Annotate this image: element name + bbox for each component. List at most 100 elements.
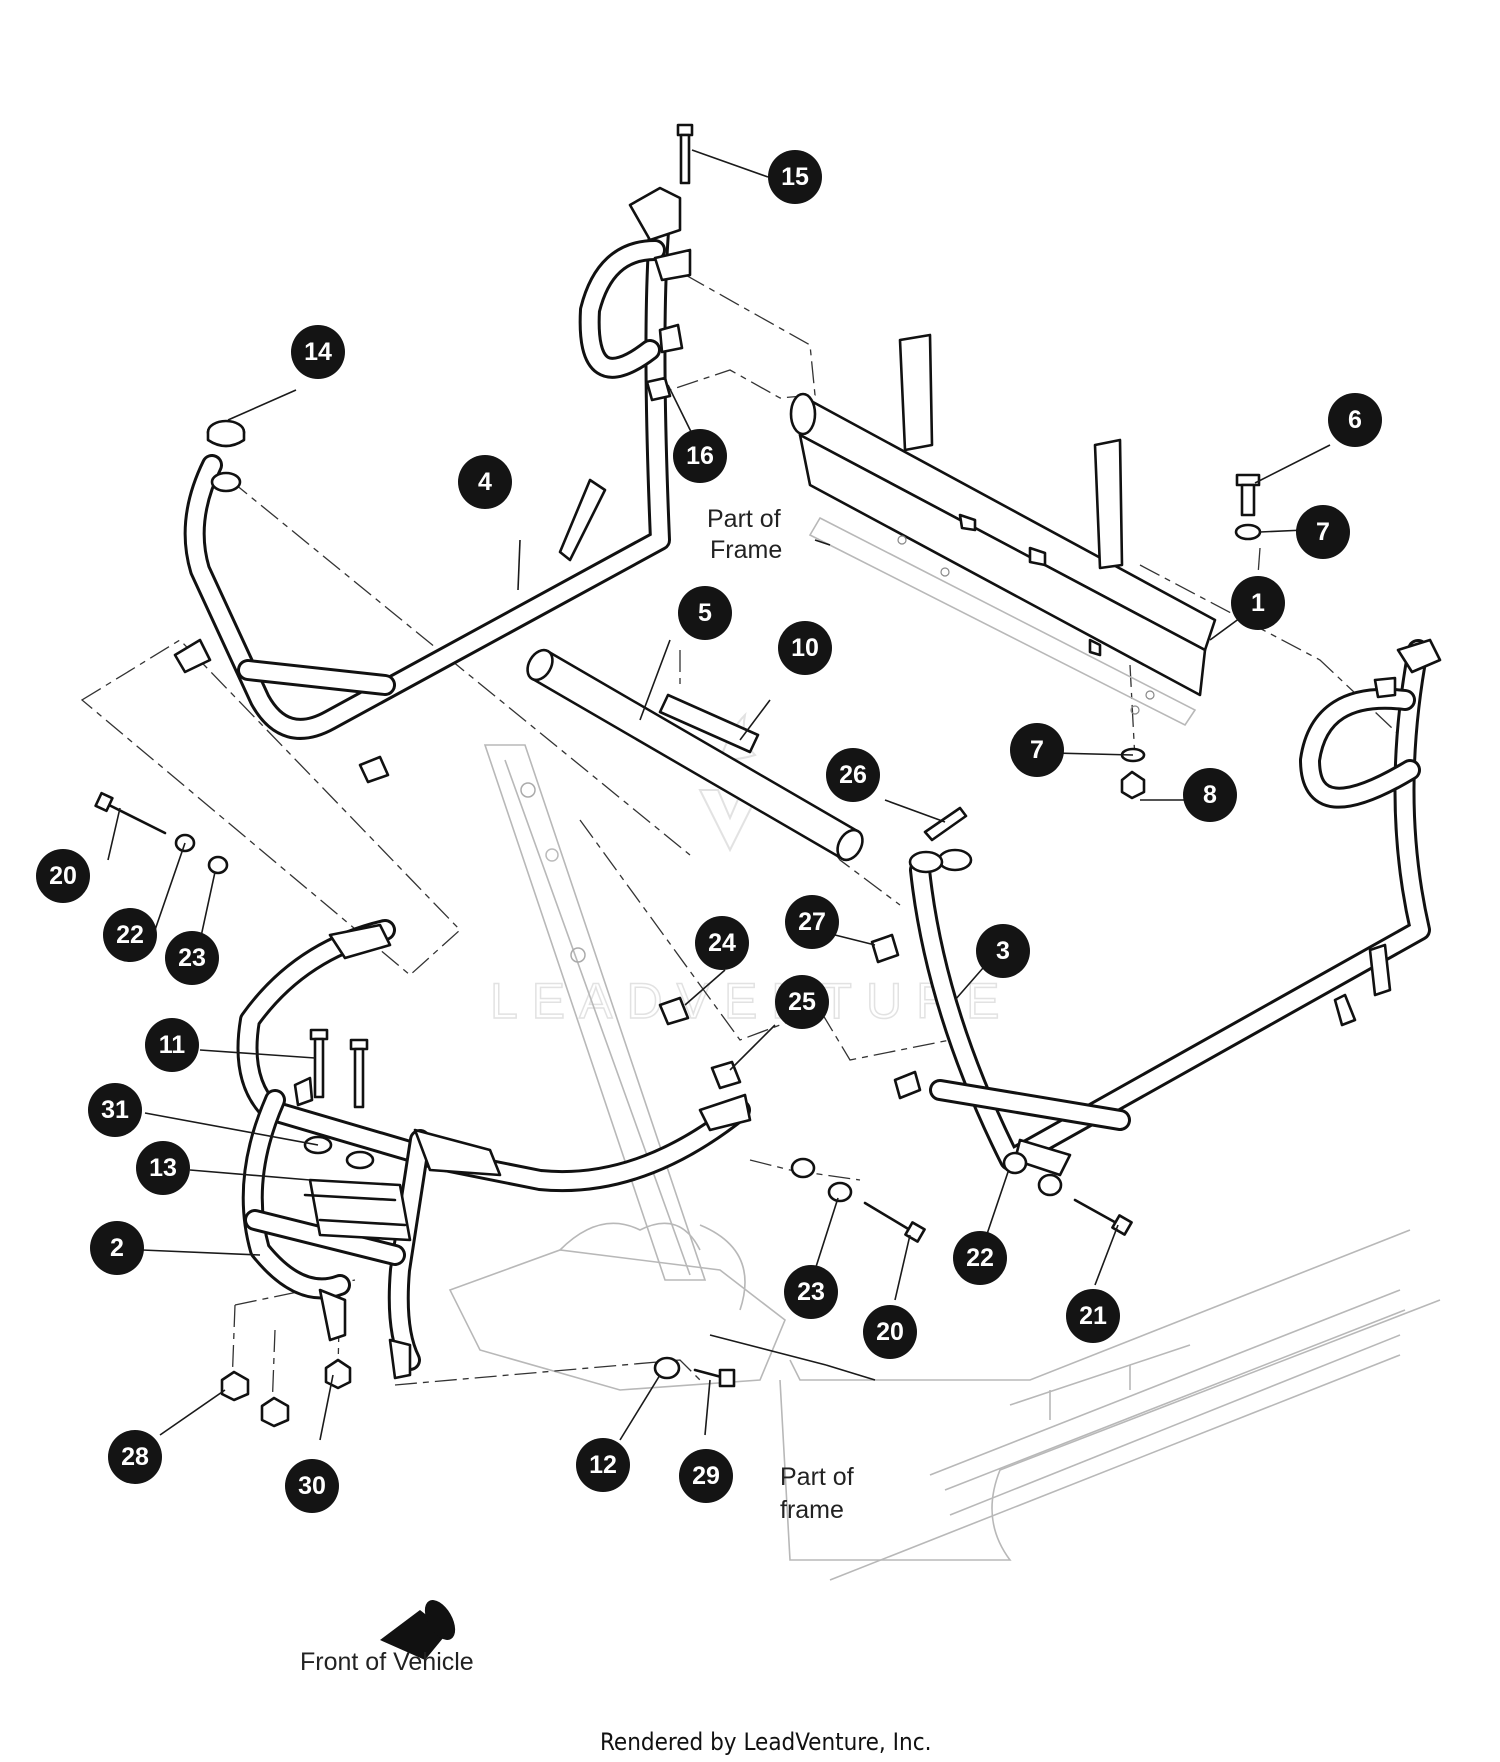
svg-text:25: 25 xyxy=(788,988,816,1016)
part-10-label xyxy=(658,693,760,754)
svg-text:29: 29 xyxy=(692,1462,720,1490)
frame-label-upper: Part of Frame xyxy=(707,505,782,564)
part-13-skid-plate xyxy=(303,1178,412,1242)
callout-1: 1 xyxy=(1231,576,1285,630)
svg-text:16: 16 xyxy=(686,442,714,470)
part-29-bolt xyxy=(693,1368,736,1388)
callout-29: 29 xyxy=(679,1449,733,1503)
callout-3: 3 xyxy=(976,924,1030,978)
callout-28: 28 xyxy=(108,1430,162,1484)
part-25-bushing xyxy=(710,1060,742,1090)
svg-text:8: 8 xyxy=(1203,781,1217,809)
callout-20-left: 20 xyxy=(36,849,90,903)
part-28-nuts xyxy=(220,1370,290,1428)
part-of-frame-upper-line2: Frame xyxy=(710,536,782,564)
callout-27: 27 xyxy=(785,895,839,949)
callout-7-lower: 7 xyxy=(1010,723,1064,777)
svg-text:22: 22 xyxy=(116,921,144,949)
part-7-washer-a xyxy=(1234,523,1262,541)
part-15-bolt xyxy=(676,123,694,185)
part-30-nut xyxy=(324,1358,352,1390)
part-8-nut xyxy=(1120,770,1146,800)
part-16-nut xyxy=(645,376,672,402)
part-26-bolt xyxy=(923,806,973,872)
svg-text:23: 23 xyxy=(797,1278,825,1306)
callout-7-upper: 7 xyxy=(1296,505,1350,559)
callout-25: 25 xyxy=(775,975,829,1029)
callout-10: 10 xyxy=(778,621,832,675)
svg-text:22: 22 xyxy=(966,1244,994,1272)
part-2-front-bumper xyxy=(236,919,752,1380)
front-of-vehicle-arrow-icon xyxy=(380,1600,456,1660)
svg-text:6: 6 xyxy=(1348,406,1362,434)
svg-text:7: 7 xyxy=(1316,518,1330,546)
callout-4: 4 xyxy=(458,455,512,509)
svg-text:15: 15 xyxy=(781,163,809,191)
svg-text:4: 4 xyxy=(478,468,492,496)
part-6-bolt xyxy=(1235,473,1261,517)
part-20-bolt-left xyxy=(94,791,167,835)
svg-text:26: 26 xyxy=(839,761,867,789)
callout-15: 15 xyxy=(768,150,822,204)
callout-31: 31 xyxy=(88,1083,142,1137)
callout-30: 30 xyxy=(285,1459,339,1513)
svg-text:20: 20 xyxy=(49,862,77,890)
callout-22-right: 22 xyxy=(953,1231,1007,1285)
part-of-frame-upper-line1: Part of xyxy=(707,505,781,533)
svg-text:2: 2 xyxy=(110,1234,124,1262)
svg-text:30: 30 xyxy=(298,1472,326,1500)
callout-16: 16 xyxy=(673,429,727,483)
callout-8: 8 xyxy=(1183,768,1237,822)
svg-text:12: 12 xyxy=(589,1451,617,1479)
leader-lines xyxy=(107,149,1331,1441)
callout-11: 11 xyxy=(145,1018,199,1072)
svg-text:10: 10 xyxy=(791,634,819,662)
part-24-bushing xyxy=(658,996,690,1026)
part-23-washer-left xyxy=(207,855,229,875)
part-20-bolt-right xyxy=(863,1201,926,1243)
part-3-right-roll-bar xyxy=(893,638,1442,1177)
svg-text:14: 14 xyxy=(304,338,332,366)
svg-text:5: 5 xyxy=(698,599,712,627)
footer-credit: Rendered by LeadVenture, Inc. xyxy=(600,1728,931,1756)
svg-text:13: 13 xyxy=(149,1154,177,1182)
svg-text:27: 27 xyxy=(798,908,826,936)
svg-text:31: 31 xyxy=(101,1096,129,1124)
ghost-frame xyxy=(448,744,1441,1581)
part-5-cross-tube xyxy=(526,648,864,862)
part-4-left-roll-bar xyxy=(173,186,692,784)
callout-21: 21 xyxy=(1066,1289,1120,1343)
svg-text:3: 3 xyxy=(996,937,1010,965)
frame-label-lower: Part of frame xyxy=(780,1463,854,1524)
svg-text:1: 1 xyxy=(1251,589,1265,617)
leadventure-watermark: LEADVENTURE xyxy=(489,711,1014,1030)
callout-5: 5 xyxy=(678,586,732,640)
callout-20-right: 20 xyxy=(863,1305,917,1359)
svg-text:24: 24 xyxy=(708,929,736,957)
callout-23-left: 23 xyxy=(165,931,219,985)
svg-text:20: 20 xyxy=(876,1318,904,1346)
watermark-text: LEADVENTURE xyxy=(490,973,1014,1029)
part-31-washers xyxy=(303,1135,375,1170)
svg-text:11: 11 xyxy=(159,1031,186,1059)
callout-22-left: 22 xyxy=(103,908,157,962)
callout-6: 6 xyxy=(1328,393,1382,447)
callout-2: 2 xyxy=(90,1221,144,1275)
callout-14: 14 xyxy=(291,325,345,379)
frame-plate-upper xyxy=(808,516,1197,727)
callout-23-right: 23 xyxy=(784,1265,838,1319)
part-11-bolts xyxy=(309,1028,369,1109)
part-12-washer xyxy=(653,1356,681,1380)
part-of-frame-lower-line1: Part of xyxy=(780,1463,854,1491)
callout-26: 26 xyxy=(826,748,880,802)
svg-text:23: 23 xyxy=(178,944,206,972)
callout-13: 13 xyxy=(136,1141,190,1195)
part-21-bolt xyxy=(1073,1198,1133,1236)
part-1-mounting-channel xyxy=(789,333,1217,697)
part-22-washer-right xyxy=(1002,1151,1063,1197)
front-of-vehicle-label: Front of Vehicle xyxy=(300,1648,474,1676)
callout-12: 12 xyxy=(576,1438,630,1492)
svg-text:7: 7 xyxy=(1030,736,1044,764)
